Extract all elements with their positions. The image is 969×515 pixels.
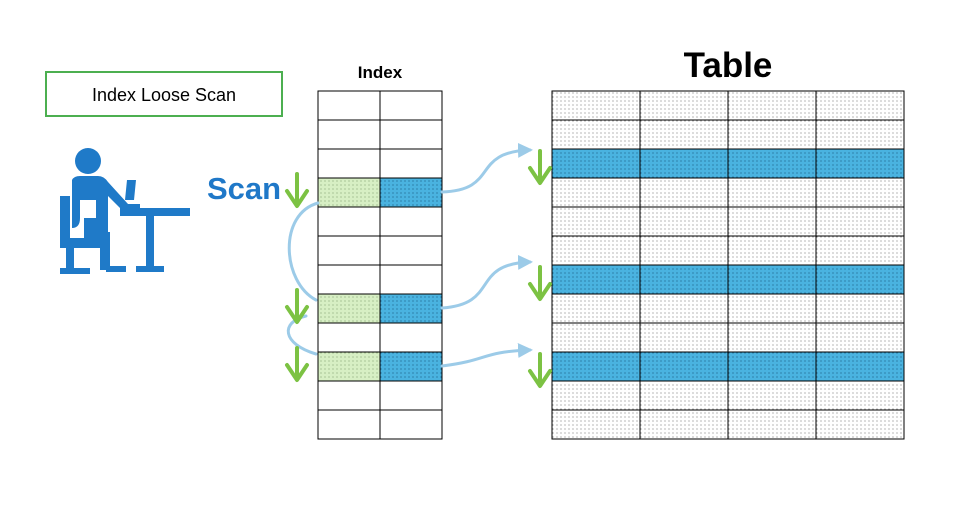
table-cell (727, 177, 817, 208)
table-cell-highlighted (639, 264, 729, 295)
title-box-label: Index Loose Scan (92, 85, 236, 105)
table-cell-highlighted (551, 264, 641, 295)
person-at-desk-icon (60, 148, 190, 274)
index-cell (317, 409, 381, 440)
table-cell-highlighted (815, 148, 905, 179)
table-cell (639, 90, 729, 121)
index-cell-highlighted (379, 177, 443, 208)
table-cell (551, 119, 641, 150)
table-cell (815, 177, 905, 208)
table-cell (727, 119, 817, 150)
table-cell (815, 235, 905, 266)
table-cell-highlighted (727, 148, 817, 179)
table-cell-highlighted (639, 351, 729, 382)
index-cell (317, 148, 381, 179)
index-to-table-links (440, 142, 533, 368)
table-cell (639, 322, 729, 353)
table-cell-highlighted (727, 264, 817, 295)
table-cell (727, 235, 817, 266)
table-cell-highlighted (639, 148, 729, 179)
table-title: Table (684, 46, 773, 85)
table-cell (815, 90, 905, 121)
index-cell (317, 380, 381, 411)
scan-label: Scan (207, 171, 281, 206)
index-step-arrow-icon (285, 288, 309, 324)
index-step-arrow-icon (285, 346, 309, 382)
index-cell (317, 235, 381, 266)
table-cell (727, 293, 817, 324)
index-cell (317, 119, 381, 150)
link-arrow (440, 342, 533, 368)
table-cell (815, 119, 905, 150)
index-cell (317, 90, 381, 121)
link-arrow (440, 254, 533, 310)
index-cell (379, 119, 443, 150)
scan-step-arrows (285, 149, 552, 388)
table-cell (727, 409, 817, 440)
index-cell (379, 409, 443, 440)
table-step-arrow-icon (528, 352, 552, 388)
table-cell (639, 235, 729, 266)
index-cell-highlighted (317, 351, 381, 382)
table-cell (727, 206, 817, 237)
table-cell (815, 380, 905, 411)
table-cell (639, 206, 729, 237)
index-cell (317, 206, 381, 237)
table-cell (639, 119, 729, 150)
index-cell-highlighted (379, 351, 443, 382)
table-cell (551, 206, 641, 237)
index-cell (379, 90, 443, 121)
table-cell-highlighted (551, 351, 641, 382)
table-cell (551, 235, 641, 266)
index-step-arrow-icon (285, 172, 309, 208)
table-cell-highlighted (551, 148, 641, 179)
table-cell (815, 409, 905, 440)
index-cell (379, 206, 443, 237)
table-cell (815, 293, 905, 324)
table-step-arrow-icon (528, 265, 552, 301)
table-cell (727, 90, 817, 121)
table-cell (639, 380, 729, 411)
table-grid (551, 90, 905, 440)
table-cell (815, 322, 905, 353)
index-cell-highlighted (317, 293, 381, 324)
index-cell (317, 322, 381, 353)
index-cell (317, 264, 381, 295)
table-step-arrow-icon (528, 149, 552, 185)
table-cell (551, 322, 641, 353)
index-cell (379, 264, 443, 295)
table-cell (551, 293, 641, 324)
table-cell (551, 409, 641, 440)
table-cell (727, 380, 817, 411)
index-scan-path (286, 201, 320, 356)
table-cell-highlighted (815, 264, 905, 295)
index-cell (379, 148, 443, 179)
table-cell (551, 380, 641, 411)
table-cell (639, 177, 729, 208)
index-cell-highlighted (317, 177, 381, 208)
table-cell-highlighted (727, 351, 817, 382)
table-cell (639, 293, 729, 324)
index-cell (379, 380, 443, 411)
index-grid (317, 90, 443, 440)
table-cell (639, 409, 729, 440)
table-cell (551, 90, 641, 121)
table-cell (551, 177, 641, 208)
index-cell (379, 235, 443, 266)
table-cell (815, 206, 905, 237)
table-cell-highlighted (815, 351, 905, 382)
index-title: Index (358, 63, 403, 82)
link-arrow (440, 142, 533, 194)
title-box: Index Loose Scan (45, 71, 283, 117)
table-cell (727, 322, 817, 353)
index-cell-highlighted (379, 293, 443, 324)
index-cell (379, 322, 443, 353)
